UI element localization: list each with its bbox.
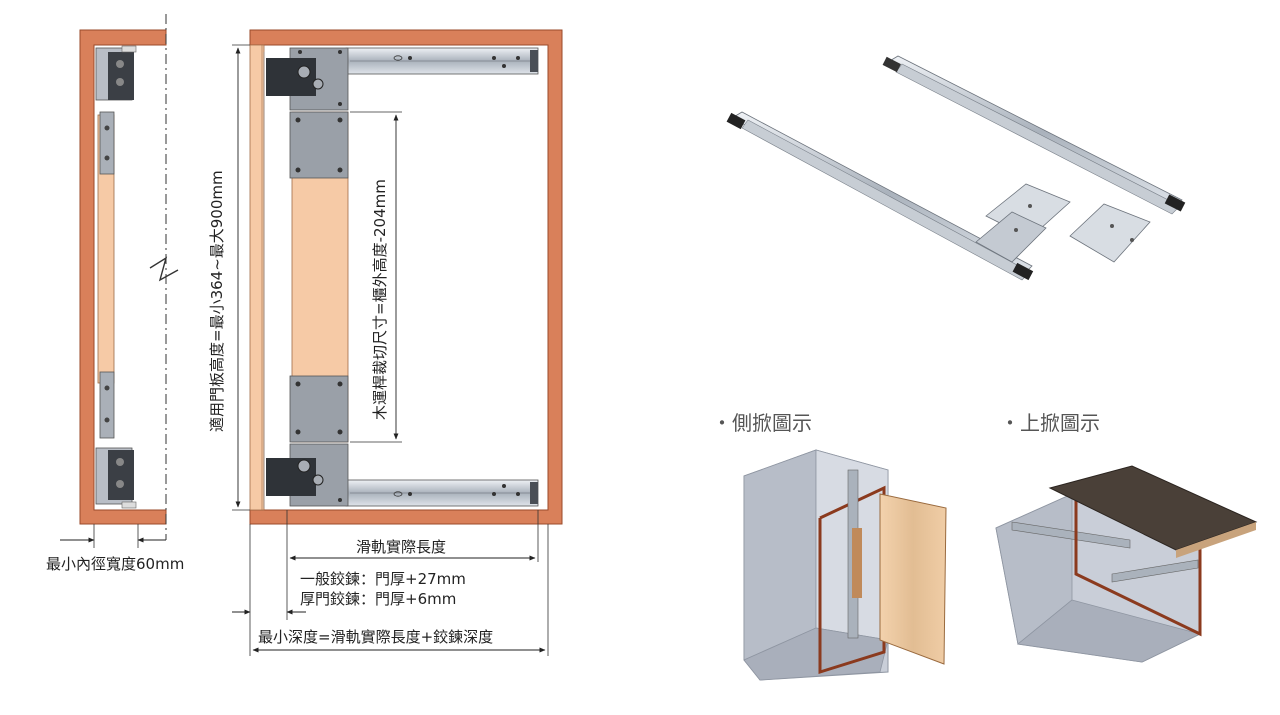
min-depth-label: 最小深度=滑軌實際長度+鉸鍊深度 — [258, 628, 493, 646]
narrow-top-hinge — [95, 45, 137, 175]
door-height-label: 適用門板高度=最小364~最大900mm — [208, 170, 226, 432]
bottom-hinge-assembly — [266, 375, 349, 507]
bottom-slide-rail — [345, 479, 539, 507]
side-door-panel — [879, 493, 947, 665]
hinge-thick-label: 厚門鉸鍊：門厚+6mm — [300, 590, 456, 608]
top-slide-rail — [345, 47, 539, 75]
break-symbol — [149, 256, 179, 282]
side-door-frame — [818, 485, 886, 675]
side-swing-illustration — [743, 449, 947, 681]
slide-rails-product — [726, 55, 1186, 281]
slide-length-label: 滑軌實際長度 — [356, 538, 446, 556]
top-hinge-assembly — [266, 47, 349, 179]
hinge-general-label: 一般鉸鍊：門厚+27mm — [300, 570, 466, 588]
main-cabinet-view: 適用門板高度=最小364~最大900mm 木運桿裁切尺寸=櫃外高度-204mm … — [208, 29, 563, 656]
wood-cut-label: 木運桿裁切尺寸=櫃外高度-204mm — [371, 179, 389, 420]
top-swing-illustration — [995, 465, 1258, 663]
narrow-bottom-hinge — [95, 371, 137, 509]
min-inner-width-label: 最小內徑寬度60mm — [46, 555, 184, 573]
top-swing-caption: ・上掀圖示 — [1000, 411, 1100, 435]
narrow-cabinet-view: 最小內徑寬度60mm — [46, 14, 184, 573]
right-mount-plate — [1069, 203, 1151, 263]
side-swing-caption: ・側掀圖示 — [712, 411, 812, 435]
